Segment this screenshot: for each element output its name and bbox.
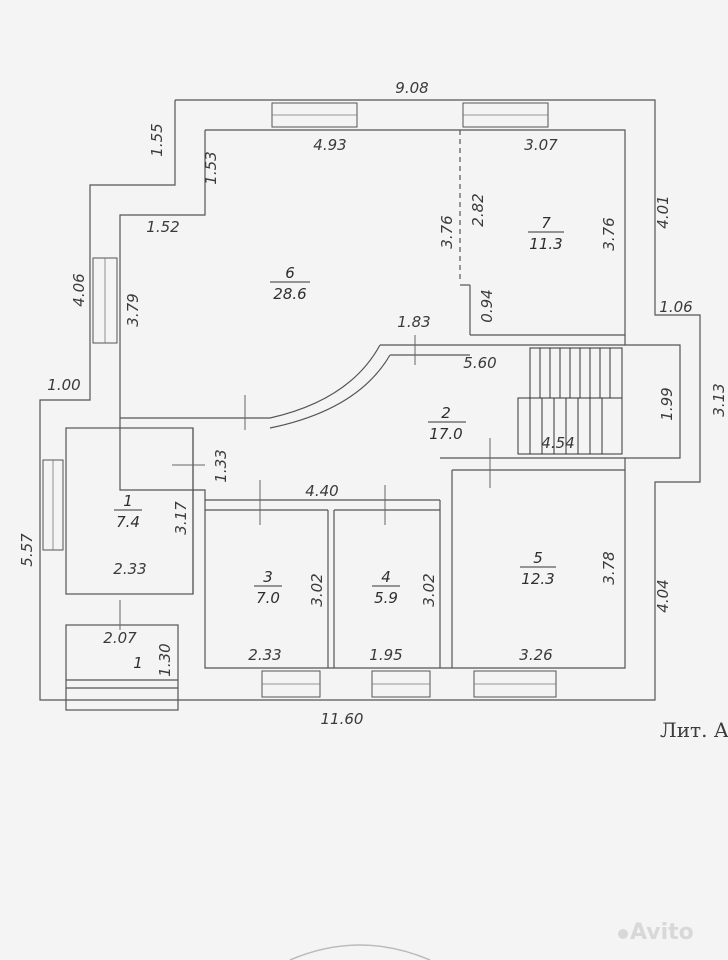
- dim-inner-step: 1.53: [202, 151, 220, 184]
- room-labels: 1 7.4 2 17.0 3 7.0 4 5.9 5 12.3 6 28.6: [114, 214, 564, 672]
- building-letter-caption: Лит. А: [660, 718, 728, 742]
- dim-r6-top: 4.93: [313, 136, 346, 154]
- dim-small-vert: 1.33: [212, 449, 230, 482]
- dim-r3-bottom: 2.33: [248, 646, 281, 664]
- dim-r6-left: 3.79: [124, 293, 142, 326]
- dimension-labels: 9.08 1.55 1.53 1.52 4.06 3.79 4.93 3.76 …: [18, 79, 728, 728]
- dim-r1-width: 2.33: [113, 560, 146, 578]
- dim-left-wall-upper: 4.06: [70, 273, 88, 306]
- dim-r7-top: 3.07: [524, 136, 558, 154]
- room-area: 11.3: [529, 235, 562, 253]
- room-area: 7.0: [256, 589, 280, 607]
- room-number: 3: [263, 568, 273, 586]
- stamp-arc: [289, 944, 431, 960]
- porch-label: 1: [133, 654, 143, 672]
- dim-step-left: 1.52: [146, 218, 179, 236]
- dim-r4-bottom: 1.95: [369, 646, 402, 664]
- dim-top-left-short: 1.55: [148, 123, 166, 156]
- stairs: [517, 347, 623, 455]
- dim-r6-bottom-arc: 1.83: [397, 313, 430, 331]
- dim-r5-right: 3.78: [600, 551, 618, 584]
- dim-left-step: 1.00: [47, 376, 80, 394]
- room-area: 28.6: [273, 285, 306, 303]
- room-number: 2: [441, 404, 451, 422]
- dim-porch-w: 2.07: [103, 629, 137, 647]
- door-ticks: [119, 335, 491, 630]
- room-2-label: 2 17.0: [428, 404, 466, 443]
- dim-left-total: 5.57: [18, 533, 36, 567]
- dim-stairs-w: 4.54: [541, 434, 574, 452]
- dim-right-step: 1.06: [659, 298, 692, 316]
- dim-r7-right: 3.76: [600, 217, 618, 250]
- room-number: 7: [541, 214, 551, 232]
- dim-right-wall-lower: 4.04: [654, 579, 672, 612]
- dim-total-top: 9.08: [395, 79, 428, 97]
- room-3-label: 3 7.0: [254, 568, 282, 607]
- dim-total-bottom: 11.60: [321, 710, 364, 728]
- dim-r5-bottom: 3.26: [519, 646, 552, 664]
- walls: [39, 99, 701, 711]
- room-number: 1: [123, 492, 133, 510]
- room-1-label: 1 7.4: [114, 492, 142, 531]
- dim-r6-right: 3.76: [438, 215, 456, 248]
- dim-r7-inner-left: 2.82: [469, 193, 487, 226]
- dim-porch-h: 1.30: [156, 643, 174, 676]
- watermark: Avito: [618, 920, 694, 945]
- dim-r4-right: 3.02: [420, 573, 438, 606]
- dim-mid-wall: 4.40: [305, 482, 338, 500]
- dim-right-outer: 3.13: [710, 383, 728, 416]
- room-number: 5: [533, 549, 543, 567]
- dim-right-wall-upper: 4.01: [654, 195, 672, 228]
- room-area: 12.3: [521, 570, 554, 588]
- watermark-dot-icon: [618, 929, 628, 939]
- window-lines: [52, 114, 556, 685]
- room-4-label: 4 5.9: [372, 568, 400, 607]
- dim-corridor-len: 5.60: [463, 354, 496, 372]
- room-area: 17.0: [429, 425, 462, 443]
- room-7-label: 7 11.3: [528, 214, 564, 253]
- room-number: 6: [285, 264, 295, 282]
- watermark-text: Avito: [630, 920, 694, 945]
- room-number: 4: [381, 568, 391, 586]
- room-5-label: 5 12.3: [520, 549, 556, 588]
- dim-r7-partial: 0.94: [478, 289, 496, 322]
- room-area: 7.4: [116, 513, 140, 531]
- dim-r3-right: 3.02: [308, 573, 326, 606]
- dim-corridor-h: 1.99: [658, 387, 676, 420]
- dim-r1-right: 3.17: [172, 501, 190, 535]
- room-6-label: 6 28.6: [270, 264, 310, 303]
- room-area: 5.9: [374, 589, 398, 607]
